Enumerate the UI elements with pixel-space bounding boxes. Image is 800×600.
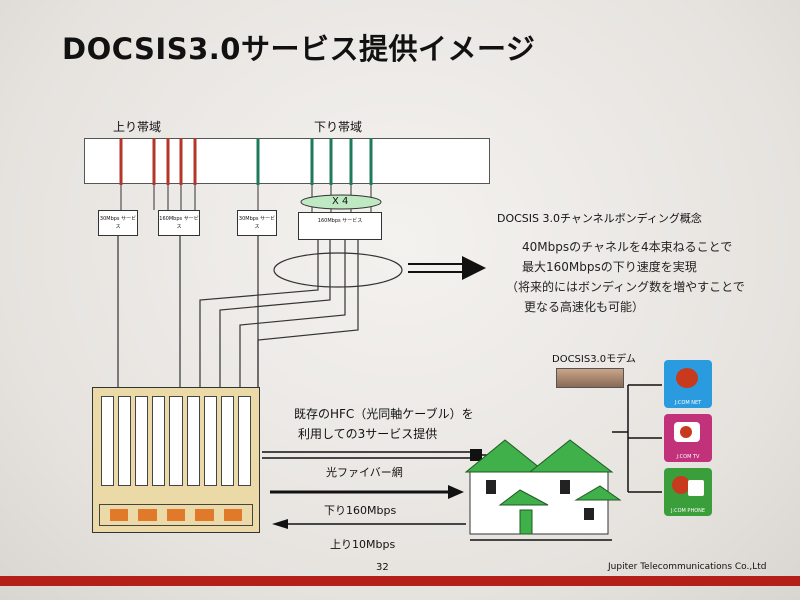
service-box-upstream-30: 30Mbps サービス — [98, 210, 138, 236]
rack-slot — [220, 396, 234, 486]
rack-slot — [203, 396, 217, 486]
hfc-line-2: 利用しての3サービス提供 — [298, 427, 438, 441]
company-name: Jupiter Telecommunications Co.,Ltd — [608, 562, 767, 572]
headend-rack — [92, 387, 260, 533]
rack-slot — [186, 396, 200, 486]
rack-port — [110, 509, 129, 521]
rack-port — [195, 509, 214, 521]
rack-port — [223, 509, 243, 521]
bonding-title: DOCSIS 3.0チャンネルボンディング概念 — [497, 212, 702, 225]
rack-slot — [152, 396, 166, 486]
rack-slot — [237, 396, 251, 486]
upstream-label: 上り帯域 — [113, 120, 162, 134]
modem-illustration — [556, 368, 624, 388]
upstream-speed-label: 上り10Mbps — [330, 538, 396, 551]
downstream-speed-label: 下り160Mbps — [324, 504, 397, 517]
x4-ellipse — [300, 194, 382, 210]
rack-slot — [118, 396, 132, 486]
x4-label: X 4 — [332, 196, 349, 207]
downstream-carriers — [256, 138, 373, 185]
bonding-arrow — [408, 256, 486, 280]
service-box-upstream-160: 160Mbps サービス — [158, 210, 200, 236]
rack-slot — [101, 396, 115, 486]
bonding-line-4: 更なる高速化も可能） — [524, 300, 645, 314]
upstream-carriers — [119, 138, 197, 185]
rack-slot — [135, 396, 149, 486]
service-box-downstream-30: 30Mbps サービス — [237, 210, 277, 236]
page-number: 32 — [376, 562, 389, 573]
house-illustration — [464, 439, 622, 541]
rack-port — [138, 509, 157, 521]
downstream-label: 下り帯域 — [314, 120, 363, 134]
page-title: DOCSIS3.0サービス提供イメージ — [62, 32, 536, 66]
footer-bar — [0, 576, 800, 586]
bonding-line-1: 40Mbpsのチャネルを4本束ねることで — [522, 240, 733, 254]
service-box-downstream-160: 160Mbps サービス — [298, 212, 382, 240]
hfc-line-1: 既存のHFC（光同軸ケーブル）を — [294, 407, 474, 421]
rack-port — [166, 509, 186, 521]
bonding-line-3: （将来的にはボンディング数を増やすことで — [506, 280, 745, 294]
jcom-net-icon: J:COM NET — [664, 360, 712, 408]
modem-label: DOCSIS3.0モデム — [552, 354, 636, 365]
bonding-ellipse — [273, 252, 403, 288]
jcom-tv-icon: J:COM TV — [664, 414, 712, 462]
fiber-label: 光ファイバー網 — [326, 466, 403, 479]
bonding-line-2: 最大160Mbpsの下り速度を実現 — [522, 260, 697, 274]
jcom-phone-icon: J:COM PHONE — [664, 468, 712, 516]
spectrum-box — [84, 138, 490, 184]
rack-slot — [169, 396, 183, 486]
